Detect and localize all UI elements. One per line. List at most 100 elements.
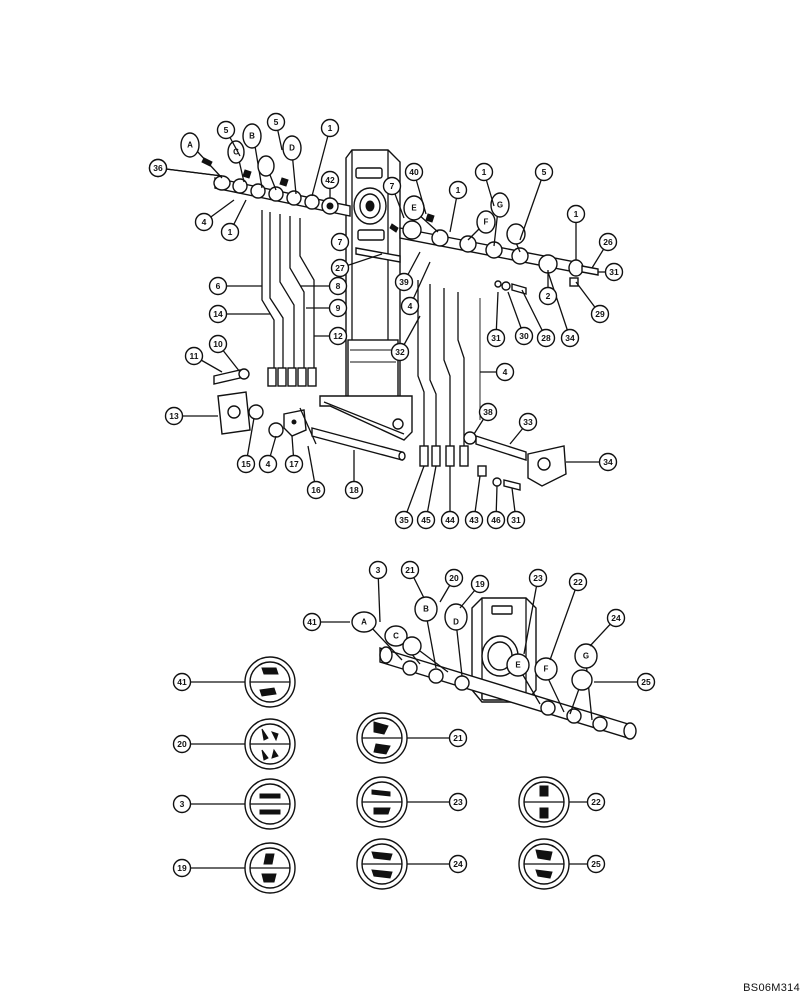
upper-callout-label: 31: [491, 333, 501, 343]
upper-callout-28: 28: [521, 289, 556, 348]
cross-shaft-right: [463, 431, 567, 487]
decal-callout-circle: [448, 854, 468, 874]
decal-callout-21: 21: [407, 728, 468, 748]
upper-callout-circle: [560, 328, 580, 348]
knob-letter-b: B: [249, 132, 255, 141]
decal-22: [518, 776, 570, 828]
callouts-upper: 1551142741740151263127394681491110121315…: [148, 112, 624, 530]
upper-callout-label: 33: [523, 417, 533, 427]
upper-callout-circle: [538, 286, 558, 306]
lower-callout-circle: [606, 608, 626, 628]
upper-callout-35: 35: [394, 465, 425, 530]
lower-callout-label: 22: [573, 577, 583, 587]
upper-callout-circle: [194, 212, 214, 232]
lower-callout-circle: [528, 568, 548, 588]
upper-callout-circle: [320, 170, 340, 190]
lower-callout-41: 41: [302, 612, 350, 632]
upper-callout-label: 34: [603, 457, 613, 467]
upper-callout-label: 7: [390, 181, 395, 191]
upper-callout-16: 16: [306, 445, 326, 500]
lower-callout-label: 23: [533, 573, 543, 583]
upper-callout-circle: [148, 158, 168, 178]
upper-callout-label: 32: [395, 347, 405, 357]
upper-callout-42: 42: [320, 170, 340, 198]
upper-callout-label: 31: [609, 267, 619, 277]
upper-callout-1: 1: [474, 162, 495, 207]
right-linkage-rods: [417, 280, 481, 467]
lower-knob-letter-e: E: [515, 661, 521, 670]
upper-callout-14: 14: [208, 304, 270, 324]
upper-leader-line: [403, 465, 425, 521]
decal-21: [356, 712, 408, 764]
decal-callout-label: 23: [453, 797, 463, 807]
lower-callout-label: 3: [376, 565, 381, 575]
upper-callout-circle: [495, 362, 515, 382]
upper-callout-label: 35: [399, 515, 409, 525]
upper-callout-circle: [328, 326, 348, 346]
upper-callout-circle: [330, 232, 350, 252]
decal-callout-circle: [172, 794, 192, 814]
upper-callout-circle: [258, 454, 278, 474]
upper-callout-circle: [208, 304, 228, 324]
upper-callout-label: 1: [456, 185, 461, 195]
small-hardware: [213, 235, 527, 491]
lower-callout-circle: [444, 568, 464, 588]
decal-callout-20: 20: [172, 734, 245, 754]
upper-callout-circle: [266, 112, 286, 132]
upper-callout-label: 17: [289, 459, 299, 469]
upper-callout-label: 5: [542, 167, 547, 177]
upper-callout-7: 7: [382, 176, 405, 219]
upper-callout-label: 5: [274, 117, 279, 127]
upper-callout-label: 18: [349, 485, 359, 495]
upper-callout-label: 15: [241, 459, 251, 469]
lower-knob-letter-g: G: [583, 652, 589, 661]
upper-callout-27: 27: [330, 253, 383, 278]
upper-callout-circle: [216, 120, 236, 140]
lower-callout-circle: [302, 612, 322, 632]
decal-callout-23: 23: [407, 792, 468, 812]
upper-callout-circle: [394, 272, 414, 292]
upper-callout-circle: [478, 402, 498, 422]
upper-callout-circle: [236, 454, 256, 474]
upper-callout-43: 43: [464, 475, 484, 530]
upper-callout-label: 38: [483, 407, 493, 417]
upper-callout-31: 31: [486, 291, 506, 348]
knob-letter-f: F: [484, 218, 489, 227]
decal-callout-label: 41: [177, 677, 187, 687]
lower-callout-24: 24: [589, 608, 626, 647]
upper-callout-circle: [344, 480, 364, 500]
upper-callout-4: 4: [480, 362, 515, 382]
upper-callout-9: 9: [306, 298, 348, 318]
lower-callout-label: 20: [449, 573, 459, 583]
left-linkage-rods: [261, 210, 317, 387]
upper-callout-label: 5: [224, 125, 229, 135]
upper-callout-label: 34: [565, 333, 575, 343]
upper-callout-label: 28: [541, 333, 551, 343]
upper-callout-circle: [448, 180, 468, 200]
upper-callout-circle: [536, 328, 556, 348]
upper-callout-label: 11: [190, 351, 199, 361]
lower-assembled-view: A C B D E F G: [351, 596, 637, 740]
decal-25: [518, 838, 570, 890]
upper-callout-circle: [416, 510, 436, 530]
decal-callout-label: 21: [453, 733, 463, 743]
upper-leader-line: [519, 171, 545, 241]
upper-callout-39: 39: [394, 251, 421, 292]
upper-callout-circle: [518, 412, 538, 432]
lower-callout-25: 25: [594, 672, 656, 692]
left-end-plate: [217, 391, 317, 445]
upper-callout-11: 11: [184, 346, 223, 373]
decal-23: [356, 776, 408, 828]
upper-callout-label: 39: [399, 277, 409, 287]
upper-callout-label: 4: [503, 367, 508, 377]
upper-callout-circle: [440, 510, 460, 530]
decal-callout-circle: [586, 792, 606, 812]
upper-callout-label: 40: [409, 167, 419, 177]
lower-callout-label: 21: [405, 565, 415, 575]
upper-callout-45: 45: [416, 465, 437, 530]
cross-shaft-lower: [311, 427, 406, 461]
upper-callout-label: 12: [333, 331, 343, 341]
decal-19: [244, 842, 296, 894]
